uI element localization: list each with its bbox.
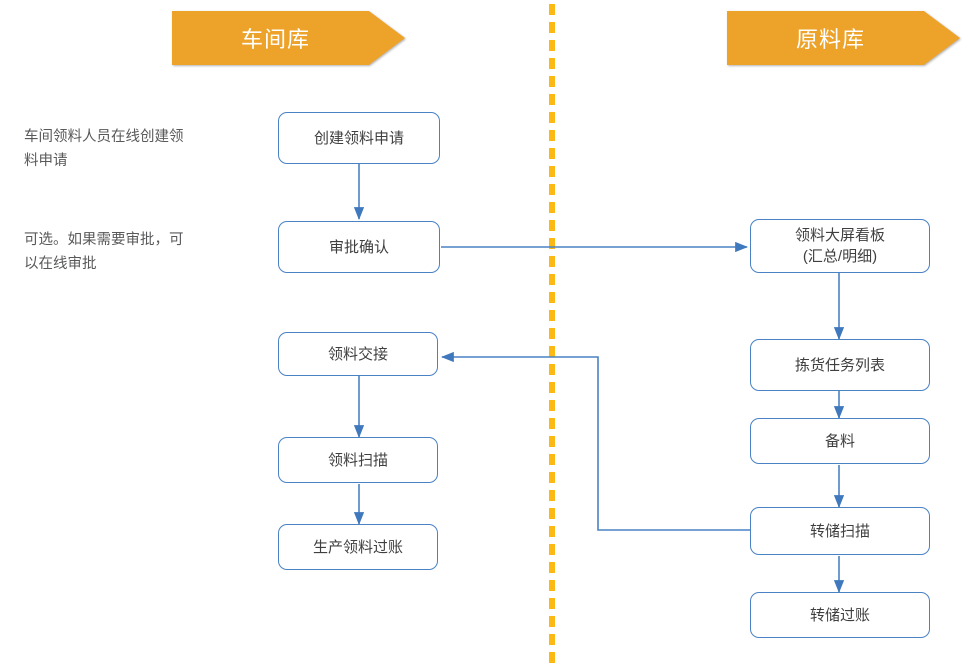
lane-divider — [549, 4, 555, 665]
node-material-scan[interactable]: 领料扫描 — [278, 437, 438, 483]
lane-banner-raw-material: 原料库 — [727, 11, 960, 65]
node-material-handover[interactable]: 领料交接 — [278, 332, 438, 376]
node-transfer-scan[interactable]: 转储扫描 — [750, 507, 930, 555]
node-transfer-posting[interactable]: 转储过账 — [750, 592, 930, 638]
node-picking-task-list[interactable]: 拣货任务列表 — [750, 339, 930, 391]
lane-banner-workshop: 车间库 — [172, 11, 405, 65]
node-create-request[interactable]: 创建领料申请 — [278, 112, 440, 164]
banner-arrow-shape — [727, 11, 960, 65]
node-prepare-material[interactable]: 备料 — [750, 418, 930, 464]
lane-banner-raw-material-label: 原料库 — [795, 27, 865, 52]
lane-banner-workshop-label: 车间库 — [240, 27, 310, 52]
edge-transferscan-to-handover — [441, 351, 750, 531]
node-production-posting[interactable]: 生产领料过账 — [278, 524, 438, 570]
banner-arrow-shape — [172, 11, 405, 65]
note-approval-confirm: 可选。如果需要审批，可 以在线审批 — [24, 232, 184, 272]
note-create-request: 车间领料人员在线创建领 料申请 — [24, 129, 184, 169]
node-approval-confirm[interactable]: 审批确认 — [278, 221, 440, 273]
node-big-screen-board[interactable]: 领料大屏看板 (汇总/明细) — [750, 219, 930, 273]
